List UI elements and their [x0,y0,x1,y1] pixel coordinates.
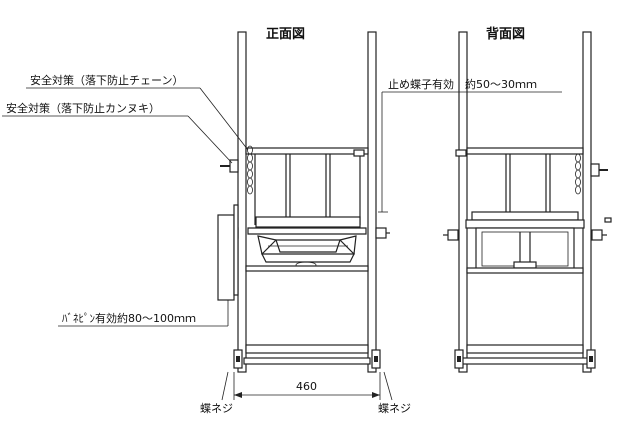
front-view: 460 [217,31,390,400]
front-right-post [367,31,377,373]
chain-callout: 安全対策（落下防止チェーン） [26,73,249,151]
wing-screw-right-label: 蝶ネジ [378,401,411,415]
back-base [454,344,596,369]
back-view-title: 背面図 [486,26,525,42]
front-safety-chain [247,145,253,195]
back-top-crossbar [466,147,584,155]
front-base [233,344,381,369]
stopper-callout: 止め蝶子有効 約50～30ｍｍ [382,77,562,93]
front-left-post [237,31,247,373]
back-view [443,31,612,373]
back-left-post [458,31,468,373]
dimension-460: 460 [233,372,381,400]
back-lower-bar [466,267,584,274]
wing-screw-left-label: 蝶ネジ [200,401,233,415]
chain-label: 安全対策（落下防止チェーン） [30,73,183,87]
spring-label: ﾊﾞﾈﾋﾟﾝ有効約80～100ｍｍ [62,311,196,325]
front-top-crossbar [245,147,369,155]
front-spring-housing [217,214,235,301]
front-view-title: 正面図 [266,27,305,42]
front-seat-tray [247,216,367,269]
spring-callout: ﾊﾞﾈﾋﾟﾝ有効約80～100ｍｍ [58,300,229,327]
dimension-value: 460 [296,380,317,393]
back-seat-box [465,211,585,271]
back-right-post [582,31,592,373]
front-lower-bar [245,265,369,272]
bolt-label: 安全対策（落下防止カンヌキ） [6,101,160,115]
bolt-callout: 安全対策（落下防止カンヌキ） [2,101,233,164]
stopper-label: 止め蝶子有効 約50～30ｍｍ [388,77,537,91]
back-safety-chain [575,153,581,195]
